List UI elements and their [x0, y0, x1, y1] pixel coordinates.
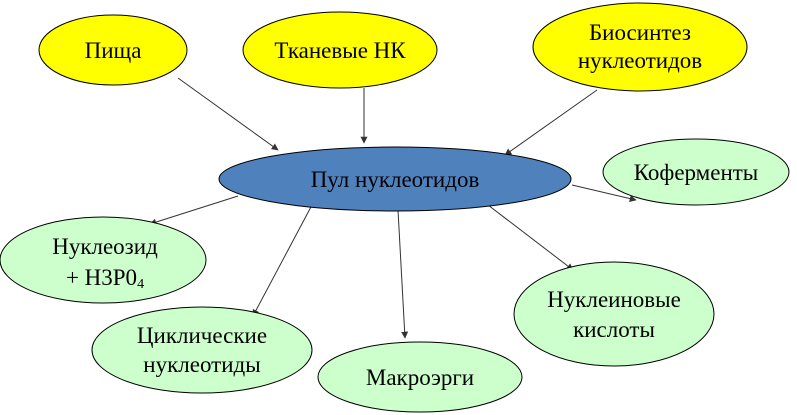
node-nukleinovye: Нуклеиновые кислоты	[513, 261, 715, 367]
arrow-pul-to-nukleozid	[149, 195, 239, 226]
node-biosintez: Биосинтез нуклеотидов	[532, 2, 748, 92]
node-tkanevye: Тканевые НК	[242, 11, 438, 89]
arrow-biosintez-to-pul	[504, 89, 598, 156]
node-pul: Пул нуклеотидов	[218, 146, 572, 212]
arrow-pul-to-koferменты	[571, 184, 637, 202]
node-nukleinovye-line2: кислоты	[573, 317, 655, 342]
node-koferменты: Коферменты	[602, 138, 790, 206]
node-koferменты-label: Коферменты	[634, 160, 759, 185]
node-pul-label: Пул нуклеотидов	[311, 167, 480, 192]
arrow-pul-to-makroergi	[397, 209, 409, 339]
node-makroergi-label: Макроэрги	[366, 365, 474, 390]
node-pishcha-label: Пища	[85, 38, 142, 63]
arrow-pul-to-ciklicheskie	[252, 204, 313, 317]
node-nukleinovye-line1: Нуклеиновые	[547, 287, 681, 312]
node-biosintez-line1: Биосинтез	[589, 20, 691, 45]
node-pishcha: Пища	[38, 14, 188, 86]
node-nukleozid-line1: Нуклеозид	[52, 234, 158, 259]
node-ciklicheskie-line2: нуклеотиды	[143, 352, 260, 377]
node-nukleozid-line2-sub: 4	[137, 277, 144, 292]
node-nukleozid-line2-main: + Н3Р0	[66, 265, 137, 290]
node-tkanevye-label: Тканевые НК	[274, 38, 406, 63]
node-ciklicheskie: Циклические нуклеотиды	[91, 306, 313, 394]
node-biosintez-line2: нуклеотидов	[578, 48, 702, 73]
node-nukleozid: Нуклеозид + Н3Р04	[0, 216, 207, 304]
node-makroergi: Макроэрги	[317, 341, 523, 413]
node-ciklicheskie-line1: Циклические	[137, 323, 267, 348]
node-nukleozid-line2: + Н3Р04	[66, 265, 144, 292]
arrow-pul-to-nukleinovye	[487, 204, 574, 271]
arrow-pishcha-to-pul	[177, 77, 279, 151]
